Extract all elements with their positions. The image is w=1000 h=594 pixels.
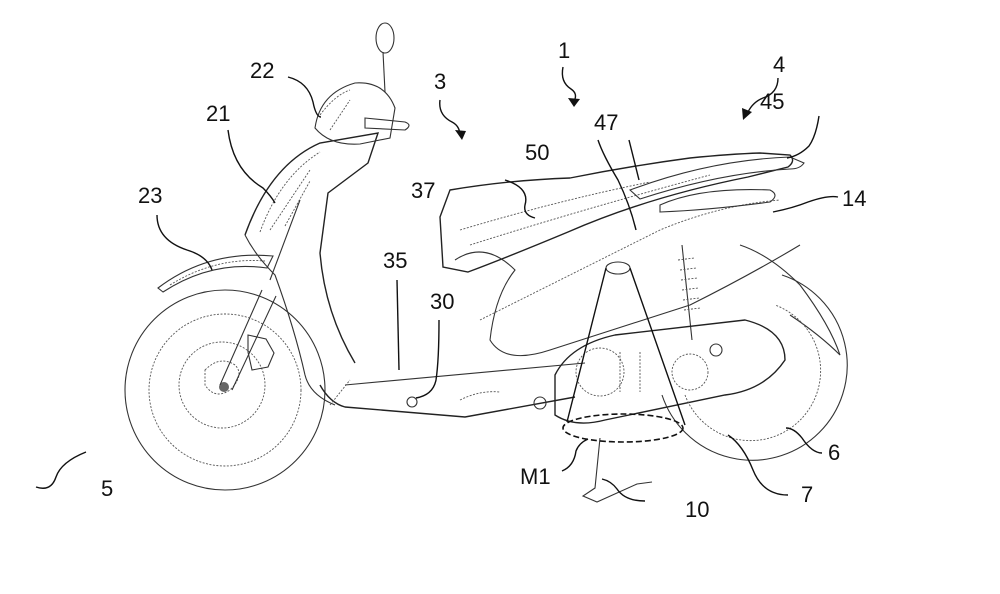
reference-numerals: 1 3 4 5 6 7 10 14 21 22 23 30 35 37 45 4… (101, 38, 866, 522)
leader-lines (35, 66, 839, 502)
front-shield (244, 132, 380, 406)
front-fork (219, 199, 301, 391)
label-4: 4 (773, 52, 785, 77)
front-wheel (124, 289, 326, 491)
label-37: 37 (411, 178, 435, 203)
label-30: 30 (430, 289, 454, 314)
label-7: 7 (801, 482, 813, 507)
headset (314, 22, 410, 145)
label-45: 45 (760, 89, 784, 114)
label-50: 50 (525, 140, 549, 165)
sensor-cone (562, 261, 686, 443)
label-10: 10 (685, 497, 709, 522)
rear-shock (677, 244, 723, 357)
rear-body (454, 189, 841, 357)
label-23: 23 (138, 183, 162, 208)
label-5: 5 (101, 476, 113, 501)
front-fender (157, 254, 274, 293)
label-6: 6 (828, 440, 840, 465)
label-21: 21 (206, 101, 230, 126)
floorboard (319, 362, 586, 418)
label-14: 14 (842, 186, 866, 211)
engine-swingarm (533, 319, 786, 424)
label-1: 1 (558, 38, 570, 63)
label-22: 22 (250, 58, 274, 83)
label-3: 3 (434, 69, 446, 94)
label-M1: M1 (520, 464, 551, 489)
label-35: 35 (383, 248, 407, 273)
grab-rail (628, 156, 805, 200)
rear-wheel (661, 274, 848, 461)
center-stand (581, 437, 653, 503)
label-47: 47 (594, 110, 618, 135)
measurement-zone-m1 (562, 413, 684, 443)
